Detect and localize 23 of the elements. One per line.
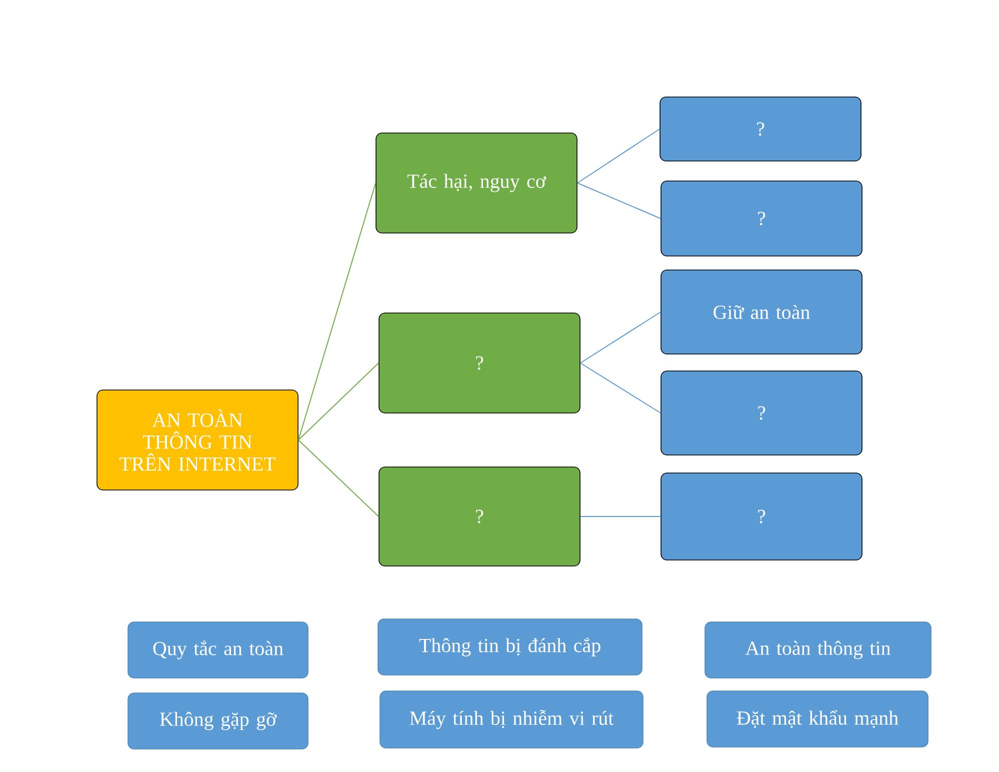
connector-line [576,182,662,219]
answer-box: ? [660,370,862,456]
category-box: ? [378,466,580,566]
connector-line [580,362,662,414]
connector-line [298,440,380,517]
connector-line [580,312,662,364]
connector-line [580,516,662,517]
answer-card: Quy tắc an toàn [128,622,308,678]
answer-card: Thông tin bị đánh cắp [378,618,642,676]
answer-card: Đặt mật khẩu mạnh [706,690,928,748]
root-box: AN TOÀN THÔNG TIN TRÊN INTERNET [96,390,298,490]
answer-box: ? [660,472,862,560]
answer-card: Máy tính bị nhiễm vi rút [380,690,644,748]
answer-card: Không gặp gỡ [128,692,308,750]
answer-box: ? [660,180,862,256]
connector-line [576,128,660,184]
category-box: ? [378,312,580,414]
connector-line [298,182,376,440]
answer-box: Giữ an toàn [660,270,862,354]
connector-line [298,362,380,440]
answer-card: An toàn thông tin [704,622,932,678]
category-box: Tác hại, nguy cơ [376,132,578,234]
answer-box: ? [660,96,862,162]
